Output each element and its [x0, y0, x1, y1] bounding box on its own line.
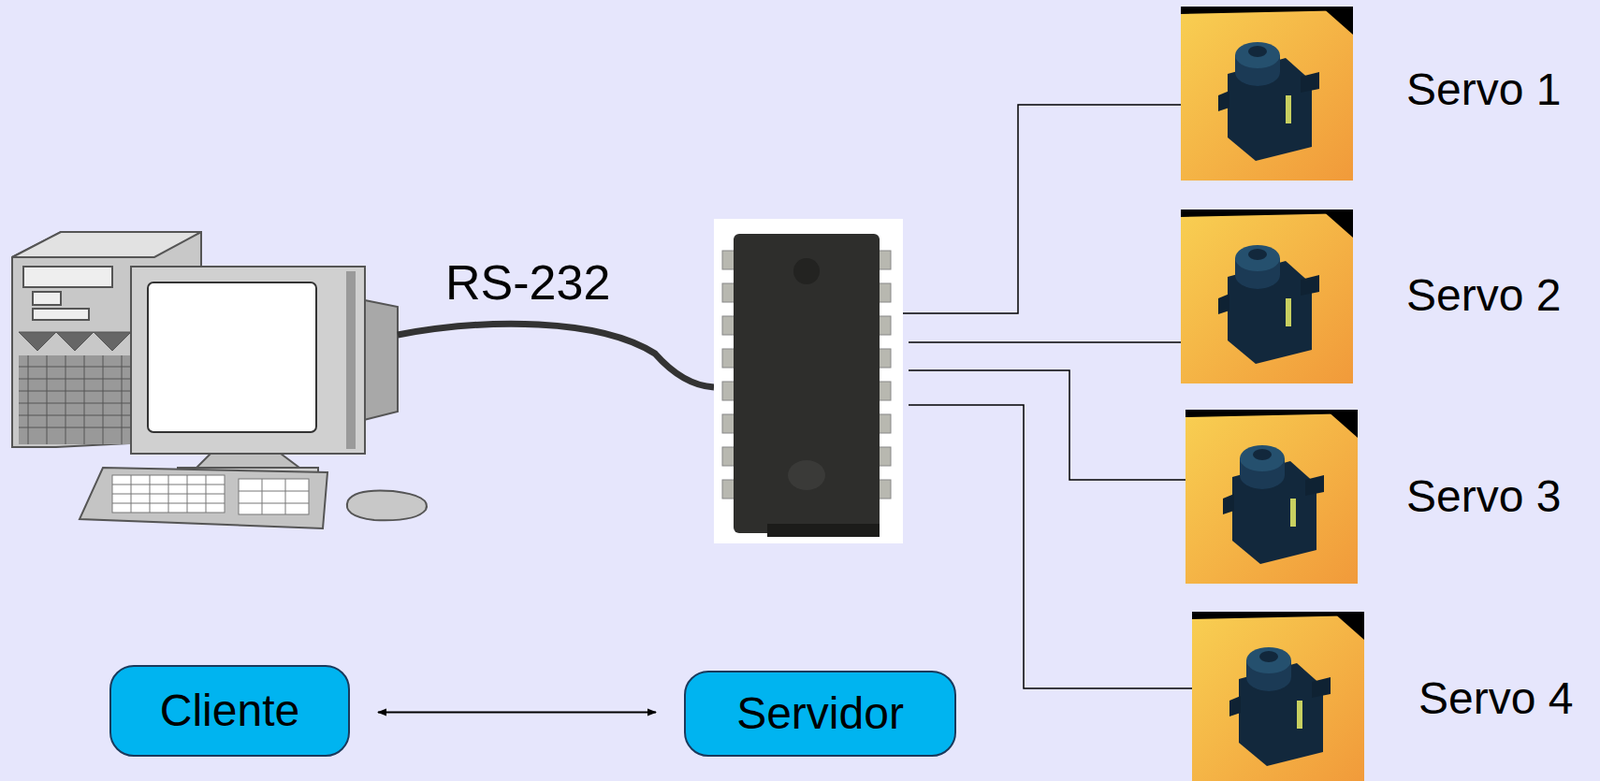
servo-image — [1180, 209, 1353, 384]
rounded-box: Cliente — [109, 665, 350, 757]
servo-label: Servo 1 — [1406, 65, 1561, 116]
servo-label: Servo 3 — [1406, 472, 1561, 523]
servo-image — [1185, 409, 1358, 584]
servo-wire — [902, 104, 1193, 689]
microcontroller-chip — [713, 218, 903, 544]
interface-label: RS-232 — [445, 256, 611, 310]
servo-image — [1180, 6, 1353, 181]
serial-cable — [397, 323, 714, 388]
servo-label: Servo 4 — [1418, 674, 1573, 725]
box-text: Servidor — [736, 689, 904, 740]
computer-icon — [12, 232, 427, 529]
servo-label: Servo 2 — [1406, 271, 1561, 321]
double-arrow — [378, 712, 656, 714]
rounded-box: Servidor — [683, 670, 957, 757]
box-text: Cliente — [160, 686, 300, 737]
servo-image — [1192, 611, 1365, 781]
